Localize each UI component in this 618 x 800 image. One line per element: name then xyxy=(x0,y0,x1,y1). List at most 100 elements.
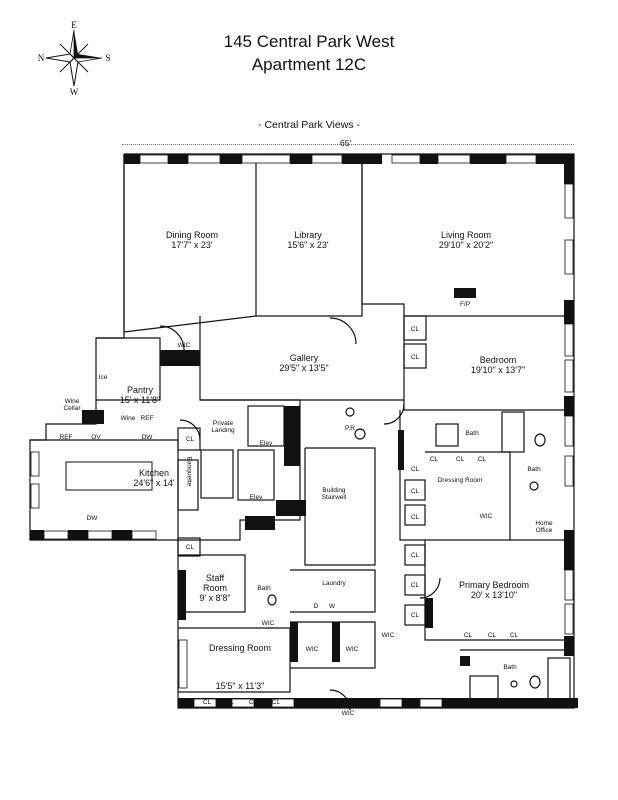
closet xyxy=(404,479,426,501)
door-swing xyxy=(419,577,441,599)
door-swing xyxy=(329,317,357,345)
wic-label: WIC xyxy=(479,513,493,520)
room-size: 19'10" x 13'7" xyxy=(470,365,526,375)
closet-label: CL xyxy=(410,488,420,495)
room-name: Library xyxy=(294,230,322,240)
closet xyxy=(404,544,426,566)
toilet xyxy=(529,675,541,689)
closet xyxy=(403,343,427,369)
staff-wall xyxy=(178,554,246,613)
core-wall xyxy=(178,399,301,541)
door-swing xyxy=(179,419,201,441)
refrigerator-label: REF xyxy=(59,434,73,441)
closet-label: CL xyxy=(185,436,195,443)
kitchen-island xyxy=(65,461,153,491)
wic-label: WIC xyxy=(381,632,395,639)
door-swing xyxy=(383,403,405,425)
closet-label: CL xyxy=(429,456,439,463)
fireplace-label: F/P xyxy=(459,301,471,308)
dishwasher-label: DW xyxy=(141,434,153,441)
closet-label: CL xyxy=(294,699,304,706)
toilet xyxy=(354,428,366,440)
oven-label: OV xyxy=(91,434,101,441)
laundry-label: Laundry xyxy=(322,580,346,587)
closet-label: CL xyxy=(185,544,195,551)
dining-wall xyxy=(123,154,257,333)
living-wall xyxy=(361,154,574,317)
dryer-label: D xyxy=(313,603,319,610)
closet xyxy=(177,537,201,557)
door-swing xyxy=(159,325,185,351)
wic-label: WIC xyxy=(341,710,355,717)
room-size: 29'5" x 13'5" xyxy=(279,363,329,373)
room-dressing-size: 15'5" x 11'3" xyxy=(215,681,265,691)
dressing-room-small-label: Dressing Room xyxy=(437,477,483,484)
width-dimension-line xyxy=(122,144,574,145)
room-name: Bedroom xyxy=(479,355,517,365)
dishwasher-label: DW xyxy=(86,515,98,522)
wic-label: WIC xyxy=(261,620,275,627)
shower xyxy=(435,423,459,447)
closet-label: CL xyxy=(202,699,212,706)
closet-label: CL xyxy=(487,632,497,639)
room-size: 15'6" x 23' xyxy=(287,240,329,250)
powder-room-label: P.R xyxy=(345,425,355,432)
closet-label: CL xyxy=(410,466,420,473)
washer-label: W xyxy=(328,603,336,610)
ice-label: Ice xyxy=(98,374,108,381)
elevator-label: Elev xyxy=(259,440,273,447)
compass-s: S xyxy=(105,53,110,63)
toilet xyxy=(267,594,277,606)
bath-label: Bath xyxy=(465,430,479,437)
toilet xyxy=(534,433,546,447)
closet-label: CL xyxy=(463,632,473,639)
room-name-1: Staff xyxy=(205,573,225,583)
room-name: Pantry xyxy=(126,385,153,395)
compass-rose-icon: E S W N xyxy=(38,20,111,97)
refrigerator-label: REF xyxy=(140,415,154,422)
compass-n: N xyxy=(38,53,45,63)
banquette-label: Banquette xyxy=(185,456,193,487)
shower xyxy=(501,411,525,453)
room-name: Dining Room xyxy=(165,230,219,240)
elevator xyxy=(200,449,234,499)
wic-label: WIC xyxy=(345,646,359,653)
closet xyxy=(404,574,426,596)
stair-wall xyxy=(304,447,376,566)
tub xyxy=(547,657,571,703)
room-size: 15' x 11'8" xyxy=(119,395,161,405)
closet-label: CL xyxy=(248,699,258,706)
closet-label: CL xyxy=(477,456,487,463)
closet xyxy=(177,459,199,511)
bath-label: Bath xyxy=(503,664,517,671)
room-size: 29'10" x 20'2" xyxy=(438,240,494,250)
sink xyxy=(529,481,539,491)
room-name: Living Room xyxy=(440,230,492,240)
closet-label: CL xyxy=(317,699,327,706)
room-name: Dressing Room xyxy=(208,643,272,653)
room-size: 17'7" x 23' xyxy=(171,240,213,250)
views-caption: - Central Park Views - xyxy=(258,119,360,131)
closet-label: CL xyxy=(509,632,519,639)
elevator xyxy=(237,449,275,501)
room-size: 24'6" x 14' xyxy=(133,478,175,488)
closet-label: CL xyxy=(225,699,235,706)
plan-title-unit: Apartment 12C xyxy=(251,55,367,74)
sink xyxy=(345,407,355,417)
elevator-label: Elev xyxy=(249,494,263,501)
closet-label: CL xyxy=(455,456,465,463)
laundry-wall xyxy=(290,569,376,613)
wic-label: WIC xyxy=(305,646,319,653)
bath-label: Bath xyxy=(527,466,541,473)
compass-w: W xyxy=(70,87,79,97)
